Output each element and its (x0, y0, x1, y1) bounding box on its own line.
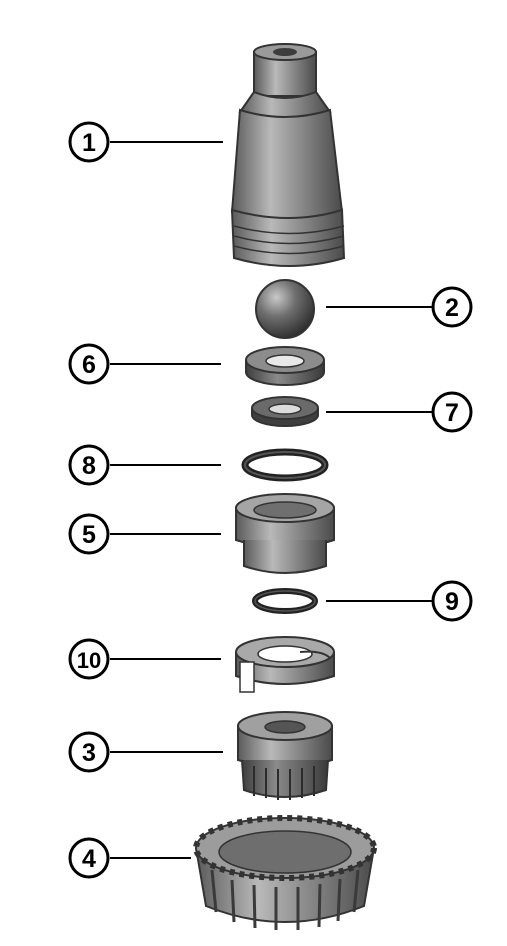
part-5-bushing (235, 493, 335, 574)
part-4-toothed-ring (193, 815, 377, 930)
part-10-split-ring (235, 636, 335, 693)
callout-9: 9 (431, 580, 473, 622)
callout-label: 2 (445, 294, 459, 322)
callout-label: 6 (82, 351, 96, 379)
callout-2: 2 (431, 286, 473, 328)
leader-lines (110, 141, 432, 859)
part-3-spline-nut (237, 711, 333, 800)
callout-circle (68, 121, 110, 163)
callout-6: 6 (68, 343, 110, 385)
callout-label: 5 (82, 521, 96, 549)
callout-label: 4 (82, 845, 96, 873)
callout-10: 10 (68, 638, 110, 680)
callout-7: 7 (431, 391, 473, 433)
callout-4: 4 (68, 837, 110, 879)
callout-label: 7 (445, 399, 459, 427)
callout-circle (431, 391, 473, 433)
part-6-washer (245, 346, 325, 386)
callout-8: 8 (68, 444, 110, 486)
callout-circle (68, 444, 110, 486)
callout-label: 1 (82, 129, 96, 157)
callout-3: 3 (68, 731, 110, 773)
callout-circle (431, 286, 473, 328)
part-7-washer (251, 396, 319, 427)
callout-circle (68, 638, 110, 680)
callout-1: 1 (68, 121, 110, 163)
callout-circle (68, 731, 110, 773)
callout-circle (431, 580, 473, 622)
callout-circle (68, 343, 110, 385)
part-8-o-ring (241, 448, 329, 482)
callout-label: 3 (82, 739, 96, 767)
callout-label: 9 (445, 588, 459, 616)
callout-5: 5 (68, 513, 110, 555)
part-9-o-ring (252, 588, 318, 614)
callout-label: 10 (77, 648, 101, 673)
callout-circle (68, 513, 110, 555)
part-2-ball (255, 279, 315, 339)
callout-circle (68, 837, 110, 879)
part-1-housing (230, 43, 346, 267)
callout-label: 8 (82, 452, 96, 480)
